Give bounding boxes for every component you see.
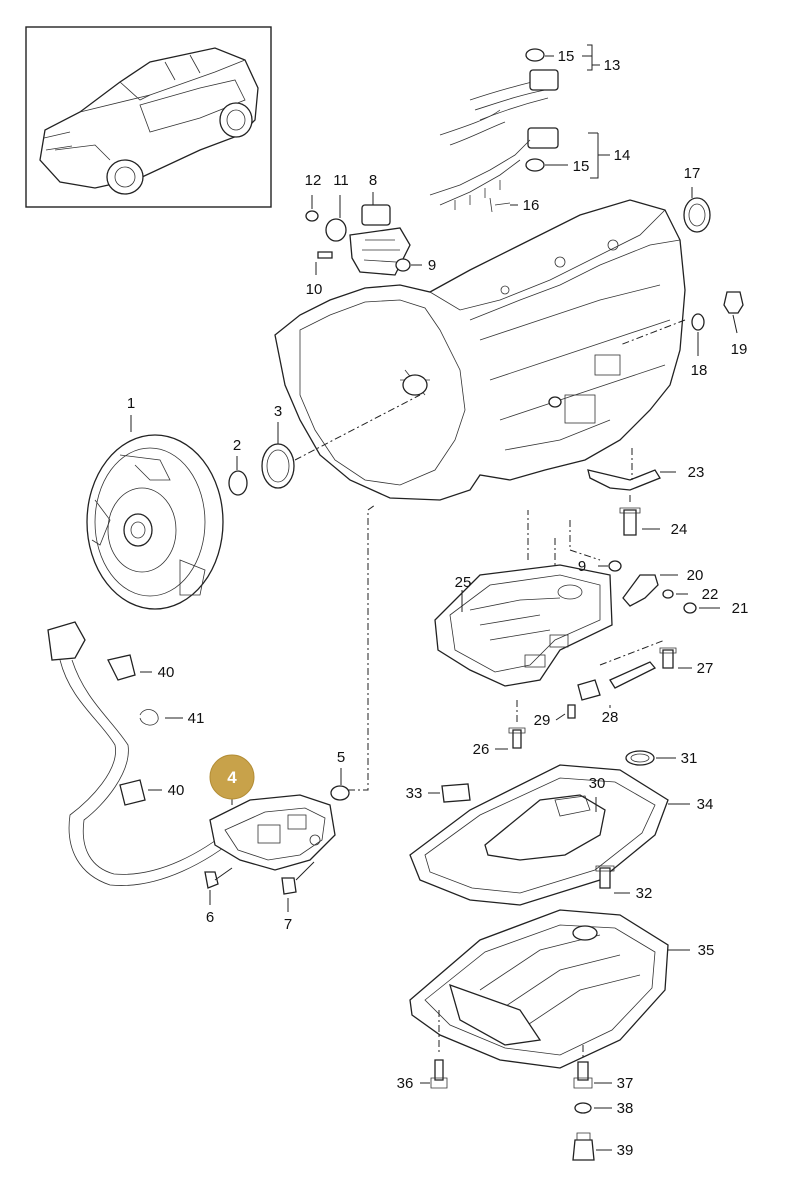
label-12: 12 — [305, 172, 322, 189]
transmission-housing — [274, 199, 686, 501]
label-30: 30 — [589, 775, 606, 792]
label-10: 10 — [306, 281, 323, 298]
label-9-lower: 9 — [578, 558, 586, 575]
label-26: 26 — [473, 741, 490, 758]
part-4-unit — [204, 504, 376, 912]
vehicle-thumbnail — [25, 26, 272, 208]
part-4-highlight-badge[interactable]: 4 — [209, 754, 255, 800]
label-31: 31 — [681, 750, 698, 767]
label-17: 17 — [684, 165, 701, 182]
label-20: 20 — [687, 567, 704, 584]
part-4-label: 4 — [227, 768, 237, 787]
label-14: 14 — [614, 147, 631, 164]
valve-body — [434, 510, 692, 750]
label-37: 37 — [617, 1075, 634, 1092]
label-39: 39 — [617, 1142, 634, 1159]
label-23: 23 — [688, 464, 705, 481]
label-24: 24 — [671, 521, 688, 538]
callout-labels: 1 2 3 5 6 7 8 9 9 10 11 12 13 14 15 15 1… — [127, 48, 749, 1159]
label-16: 16 — [523, 197, 540, 214]
right-side-parts — [569, 187, 744, 614]
label-15-upper: 15 — [558, 48, 575, 65]
label-41: 41 — [188, 710, 205, 727]
label-29: 29 — [534, 712, 551, 729]
label-33: 33 — [406, 785, 423, 802]
label-18: 18 — [691, 362, 708, 379]
label-40-lower: 40 — [168, 782, 185, 799]
label-2: 2 — [233, 437, 241, 454]
label-6: 6 — [206, 909, 214, 926]
label-15-lower: 15 — [573, 158, 590, 175]
label-27: 27 — [697, 660, 714, 677]
label-25: 25 — [455, 574, 472, 591]
label-22: 22 — [702, 586, 719, 603]
label-5: 5 — [337, 749, 345, 766]
label-28: 28 — [602, 709, 619, 726]
label-34: 34 — [697, 796, 714, 813]
label-13: 13 — [604, 57, 621, 74]
label-38: 38 — [617, 1100, 634, 1117]
label-32: 32 — [636, 885, 653, 902]
label-40-upper: 40 — [158, 664, 175, 681]
label-8: 8 — [369, 172, 377, 189]
wiring-harness-left — [47, 621, 241, 886]
label-11: 11 — [333, 172, 349, 189]
selector-assembly — [305, 192, 422, 276]
oil-pan-assembly — [409, 750, 690, 1161]
label-36: 36 — [397, 1075, 414, 1092]
label-1: 1 — [127, 395, 135, 412]
label-21: 21 — [732, 600, 749, 617]
wiring-harness-upper — [429, 44, 610, 213]
label-35: 35 — [698, 942, 715, 959]
label-7: 7 — [284, 916, 292, 933]
label-19: 19 — [731, 341, 748, 358]
label-3: 3 — [274, 403, 282, 420]
label-9-upper: 9 — [428, 257, 436, 274]
torque-converter — [86, 394, 421, 610]
